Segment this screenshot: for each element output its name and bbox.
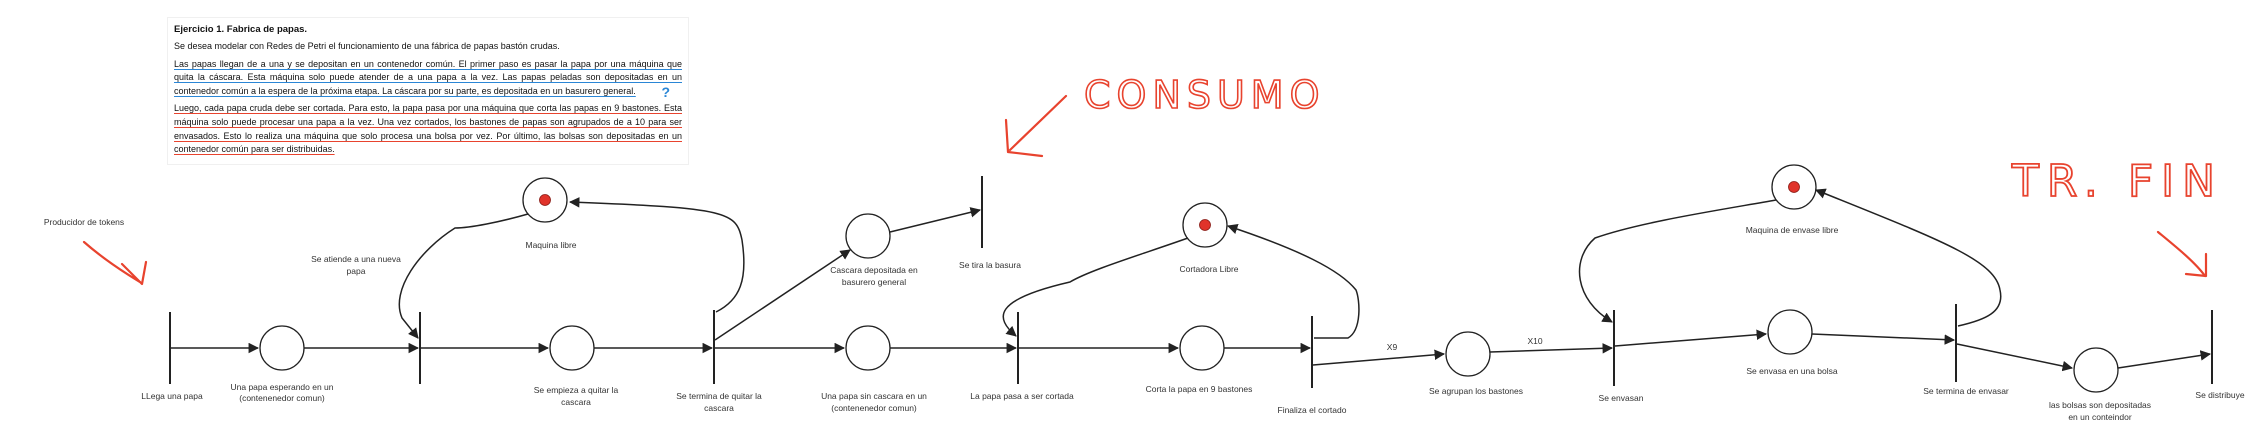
label-p-quitar-1: Se empieza a quitar la	[534, 385, 619, 395]
arc-cascara-basura	[889, 207, 982, 233]
arc-finaliza-cortadora	[1227, 224, 1360, 339]
arc-agrupan-envasan	[1489, 343, 1614, 354]
token-envase-libre	[1788, 181, 1800, 193]
arc-termina-cascara	[714, 249, 851, 341]
arc-finaliza-agrupan	[1312, 349, 1446, 366]
label-p-bolsas-1: las bolsas son depositadas	[2049, 400, 2151, 410]
problem-title: Ejercicio 1. Fabrica de papas.	[174, 24, 308, 35]
place-corta	[1179, 325, 1225, 371]
consumo-arrow-icon	[1004, 94, 1068, 158]
arc-bolsas-distribuye	[2117, 350, 2212, 369]
arc-envase-envasan	[1578, 199, 1777, 323]
label-p-sincascara-2: (contenenedor comun)	[831, 403, 917, 413]
arc-cortadora-cortada	[1002, 237, 1189, 337]
label-p-maquina-libre: Maquina libre	[525, 240, 576, 250]
arc-envasan-bolsa	[1614, 329, 1768, 347]
place-bolsas-deposit	[2073, 347, 2119, 393]
label-p-envase-libre: Maquina de envase libre	[1746, 225, 1839, 235]
label-w-x10: X10	[1527, 336, 1542, 346]
label-t-termina-1: Se termina de quitar la	[676, 391, 762, 401]
label-w-x9: X9	[1387, 342, 1398, 352]
label-p-agrupan: Se agrupan los bastones	[1429, 386, 1523, 396]
label-p-sincascara-1: Una papa sin cascara en un	[821, 391, 927, 401]
place-cascara	[845, 213, 891, 259]
consumo-annotation: CONSUMO	[1084, 73, 1326, 117]
arc-maquina-atiende	[398, 213, 529, 339]
label-p-bolsa: Se envasa en una bolsa	[1746, 366, 1837, 376]
arc-bolsa-termina	[1811, 333, 1956, 345]
problem-intro: Se desea modelar con Redes de Petri el f…	[174, 41, 560, 51]
label-p-cascara-1: Cascara depositada en	[830, 265, 918, 275]
problem-paragraph-1: Las papas llegan de a una y se depositan…	[174, 58, 682, 96]
problem-statement: Ejercicio 1. Fabrica de papas. Se desea …	[168, 18, 688, 164]
producer-arrow-icon	[82, 240, 148, 286]
arc-termina-envase	[1815, 188, 2002, 327]
label-p-corta: Corta la papa en 9 bastones	[1146, 384, 1253, 394]
label-t-basura: Se tira la basura	[959, 260, 1021, 270]
label-t-cortada: La papa pasa a ser cortada	[970, 391, 1074, 401]
place-sin-cascara	[845, 325, 891, 371]
token-maquina-libre	[539, 194, 551, 206]
label-t-termina-envasar: Se termina de envasar	[1923, 386, 2009, 396]
label-t-llega: LLega una papa	[141, 391, 203, 401]
trfin-annotation: TR. FIN	[2011, 156, 2223, 207]
label-p-esperando-1: Una papa esperando en un	[230, 382, 333, 392]
place-quitar	[549, 325, 595, 371]
label-p-cortadora: Cortadora Libre	[1179, 264, 1238, 274]
label-p-quitar-2: cascara	[561, 397, 591, 407]
question-mark-annotation: ?	[661, 84, 670, 100]
problem-paragraph-2: Luego, cada papa cruda debe ser cortada.…	[174, 103, 682, 155]
label-t-termina-2: cascara	[704, 403, 734, 413]
arc-termina-bolsas	[1956, 343, 2074, 372]
label-producer: Producidor de tokens	[44, 217, 124, 227]
label-p-esperando-2: (contenenedor comun)	[239, 393, 325, 403]
place-esperando	[259, 325, 305, 371]
token-cortadora-libre	[1199, 219, 1211, 231]
place-bolsa	[1767, 309, 1813, 355]
place-agrupan	[1445, 331, 1491, 377]
label-p-cascara-2: basurero general	[842, 277, 906, 287]
label-t-atiende-1: Se atiende a una nueva	[311, 254, 401, 264]
arc-termina-maquina	[568, 197, 745, 313]
label-t-finaliza: Finaliza el cortado	[1278, 405, 1347, 415]
label-t-atiende-2: papa	[347, 266, 366, 276]
trfin-arrow-icon	[2156, 230, 2208, 278]
label-p-bolsas-2: en un conteindor	[2068, 412, 2131, 422]
label-t-envasan: Se envasan	[1599, 393, 1644, 403]
label-t-distribuye: Se distribuye	[2195, 390, 2244, 400]
